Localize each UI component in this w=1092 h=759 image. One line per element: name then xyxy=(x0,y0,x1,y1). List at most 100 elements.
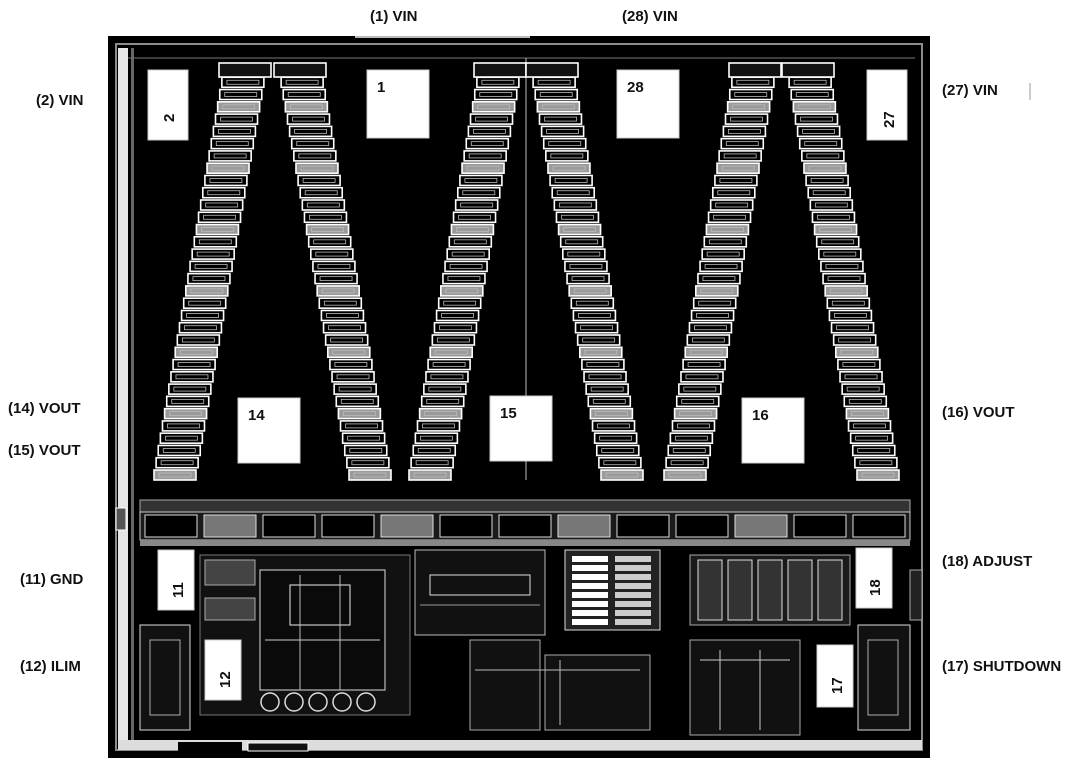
transistor-cell xyxy=(551,186,596,199)
transistor-cell xyxy=(536,101,581,113)
transistor-cell xyxy=(337,407,382,420)
transistor-cell xyxy=(431,334,476,346)
pad-11 xyxy=(157,549,195,611)
transistor-cell xyxy=(182,297,227,309)
transistor-cell xyxy=(446,248,490,260)
transistor-cell xyxy=(724,113,769,125)
transistor-cell xyxy=(414,432,459,444)
transistor-cell xyxy=(547,162,591,174)
transistor-cell xyxy=(538,113,583,125)
pad-18 xyxy=(855,547,893,609)
label-vin-27: (27) VIN xyxy=(942,82,998,99)
transistor-cell xyxy=(820,260,864,273)
label-gnd-11: (11) GND xyxy=(20,571,84,588)
label-adjust-18: (18) ADJUST xyxy=(942,553,1033,570)
transistor-cell xyxy=(280,76,324,89)
transistor-cell xyxy=(335,395,380,408)
pad-11-number: 11 xyxy=(170,582,187,598)
transistor-cell xyxy=(824,285,868,297)
transistor-cell xyxy=(290,137,335,150)
transistor-cell xyxy=(473,88,518,101)
transistor-cell xyxy=(471,101,516,113)
transistor-cell xyxy=(452,211,497,224)
transistor-cell xyxy=(320,309,365,322)
transistor-cell xyxy=(324,334,369,346)
transistor-cell xyxy=(437,297,482,309)
transistor-cell xyxy=(425,371,469,383)
transistor-cell xyxy=(731,76,775,89)
transistor-cell xyxy=(180,309,225,322)
transistor-cell xyxy=(174,346,219,359)
transistor-cell xyxy=(435,309,480,322)
transistor-cell xyxy=(684,346,729,359)
transistor-cell xyxy=(581,358,625,371)
transistor-cell xyxy=(542,137,587,150)
transistor-cell xyxy=(343,444,388,457)
transistor-cell xyxy=(189,260,233,273)
transistor-cell xyxy=(665,456,709,469)
transistor-cell xyxy=(284,101,329,113)
pad-15 xyxy=(489,395,553,462)
transistor-cell xyxy=(221,76,265,89)
transistor-cell xyxy=(178,321,223,334)
transistor-cell xyxy=(843,395,888,408)
transistor-cell xyxy=(587,395,632,408)
transistor-cell xyxy=(410,456,454,469)
transistor-cell xyxy=(841,383,885,395)
label-ilim-12: (12) ILIM xyxy=(20,658,81,675)
transistor-cell xyxy=(187,272,231,285)
transistor-cell xyxy=(456,186,501,199)
pad-14-number: 14 xyxy=(248,407,265,424)
transistor-cell xyxy=(204,174,248,187)
transistor-cell xyxy=(690,309,735,322)
transistor-cell xyxy=(155,456,199,469)
transistor-cell xyxy=(534,88,579,101)
transistor-cell xyxy=(185,285,229,297)
transistor-cell xyxy=(467,125,512,138)
transistor-cell xyxy=(418,407,463,420)
transistor-cell xyxy=(788,76,832,89)
transistor-cell xyxy=(705,223,750,236)
transistor-cell xyxy=(792,101,837,113)
transistor-cell xyxy=(307,236,352,248)
transistor-cell xyxy=(463,150,507,162)
pad-28 xyxy=(616,69,680,139)
pad-17 xyxy=(816,644,854,708)
pad-1 xyxy=(366,69,430,139)
pad-12 xyxy=(204,639,242,701)
label-vin-2: (2) VIN xyxy=(36,92,84,109)
transistor-cell xyxy=(680,371,724,383)
transistor-cell xyxy=(589,407,634,420)
transistor-cell xyxy=(568,285,612,297)
transistor-cell xyxy=(416,420,461,432)
transistor-cell xyxy=(157,444,202,457)
transistor-cell xyxy=(218,88,263,101)
transistor-cell xyxy=(828,309,873,322)
transistor-cell xyxy=(832,334,877,346)
transistor-cell xyxy=(210,137,255,150)
pad-1-number: 1 xyxy=(377,79,385,96)
label-vout-15: (15) VOUT xyxy=(8,442,81,459)
transistor-cell xyxy=(576,334,621,346)
transistor-cell xyxy=(716,162,760,174)
transistor-cell xyxy=(595,444,640,457)
transistor-cell xyxy=(574,321,619,334)
transistor-cell xyxy=(686,334,731,346)
transistor-cell xyxy=(809,199,854,211)
transistor-cell xyxy=(461,162,505,174)
transistor-cell xyxy=(469,113,514,125)
transistor-cell xyxy=(532,76,576,89)
transistor-cell xyxy=(314,272,358,285)
transistor-cell xyxy=(707,211,752,224)
transistor-cell xyxy=(856,469,900,481)
transistor-cell xyxy=(697,272,741,285)
transistor-cell xyxy=(214,113,259,125)
transistor-cell xyxy=(720,137,765,150)
transistor-cell xyxy=(818,248,862,260)
transistor-cell xyxy=(448,236,493,248)
transistor-cell xyxy=(206,162,250,174)
transistor-cell xyxy=(692,297,737,309)
transistor-cell xyxy=(165,395,210,408)
power-transistor-arrays xyxy=(153,62,900,481)
